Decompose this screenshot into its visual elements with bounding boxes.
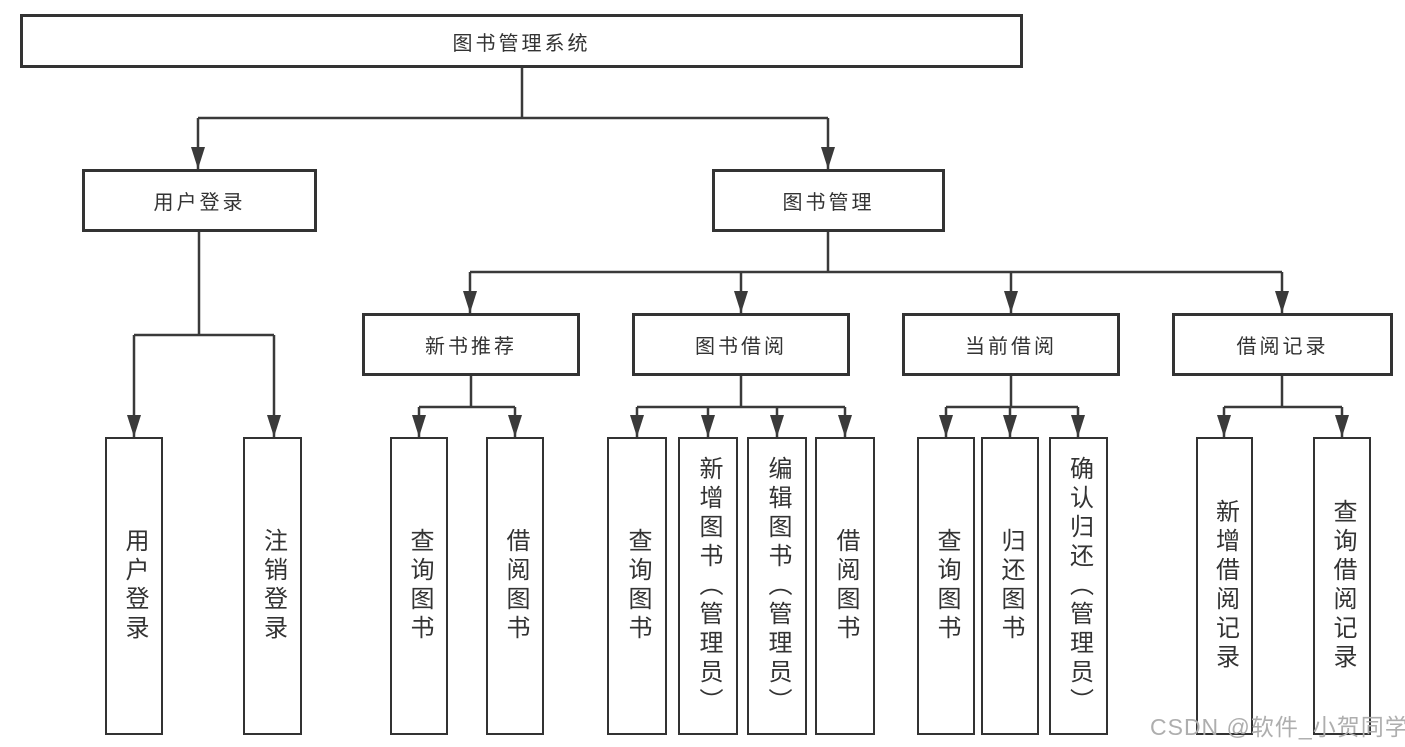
leaf-bb-edit-books-admin-label: 编辑图书（管理员） — [764, 455, 791, 717]
leaf-br-query-record-label: 查询借阅记录 — [1329, 499, 1356, 673]
leaf-cb-confirm-return-admin-label: 确认归还（管理员） — [1065, 455, 1093, 717]
leaf-logout: 注销登录 — [243, 437, 302, 735]
connector-trunks — [134, 68, 1342, 409]
leaf-cb-query-books: 查询图书 — [917, 437, 975, 735]
node-new-book-rec: 新书推荐 — [362, 313, 580, 376]
node-new-book-rec-label: 新书推荐 — [425, 336, 517, 358]
node-current-borrow-label: 当前借阅 — [965, 336, 1057, 358]
node-current-borrow: 当前借阅 — [902, 313, 1120, 376]
leaf-bb-query-books-label: 查询图书 — [624, 528, 651, 644]
leaf-bb-add-books-admin-label: 新增图书（管理员） — [695, 455, 722, 717]
leaf-cb-return-books: 归还图书 — [981, 437, 1039, 735]
leaf-bb-borrow-books-label: 借阅图书 — [832, 528, 859, 644]
leaf-nb-query-books-label: 查询图书 — [406, 528, 433, 644]
leaf-cb-return-books-label: 归还图书 — [997, 528, 1024, 644]
leaf-user-login-label: 用户登录 — [121, 528, 148, 644]
leaf-cb-confirm-return-admin: 确认归还（管理员） — [1049, 437, 1108, 735]
node-book-mgmt: 图书管理 — [712, 169, 945, 232]
leaf-bb-edit-books-admin: 编辑图书（管理员） — [747, 437, 807, 735]
leaf-bb-add-books-admin: 新增图书（管理员） — [678, 437, 738, 735]
leaf-bb-borrow-books: 借阅图书 — [815, 437, 875, 735]
leaf-cb-query-books-label: 查询图书 — [933, 528, 960, 644]
leaf-nb-borrow-books: 借阅图书 — [486, 437, 544, 735]
leaf-br-query-record: 查询借阅记录 — [1313, 437, 1371, 735]
node-borrow-records-label: 借阅记录 — [1236, 336, 1329, 358]
node-root-label: 图书管理系统 — [452, 32, 591, 55]
leaf-user-login: 用户登录 — [105, 437, 163, 735]
node-book-borrow-label: 图书借阅 — [695, 336, 787, 358]
leaf-nb-query-books: 查询图书 — [390, 437, 448, 735]
leaf-logout-label: 注销登录 — [259, 528, 287, 644]
leaf-nb-borrow-books-label: 借阅图书 — [502, 528, 529, 644]
leaf-br-add-record-label: 新增借阅记录 — [1211, 499, 1239, 673]
node-borrow-records: 借阅记录 — [1172, 313, 1393, 376]
node-book-borrow: 图书借阅 — [632, 313, 850, 376]
node-book-mgmt-label: 图书管理 — [782, 192, 875, 214]
leaf-bb-query-books: 查询图书 — [607, 437, 667, 735]
node-root: 图书管理系统 — [20, 14, 1023, 68]
watermark: CSDN @软件_小贺同学 — [1150, 714, 1405, 740]
node-user-login: 用户登录 — [82, 169, 317, 232]
leaf-br-add-record: 新增借阅记录 — [1196, 437, 1253, 735]
node-user-login-label: 用户登录 — [153, 192, 246, 214]
